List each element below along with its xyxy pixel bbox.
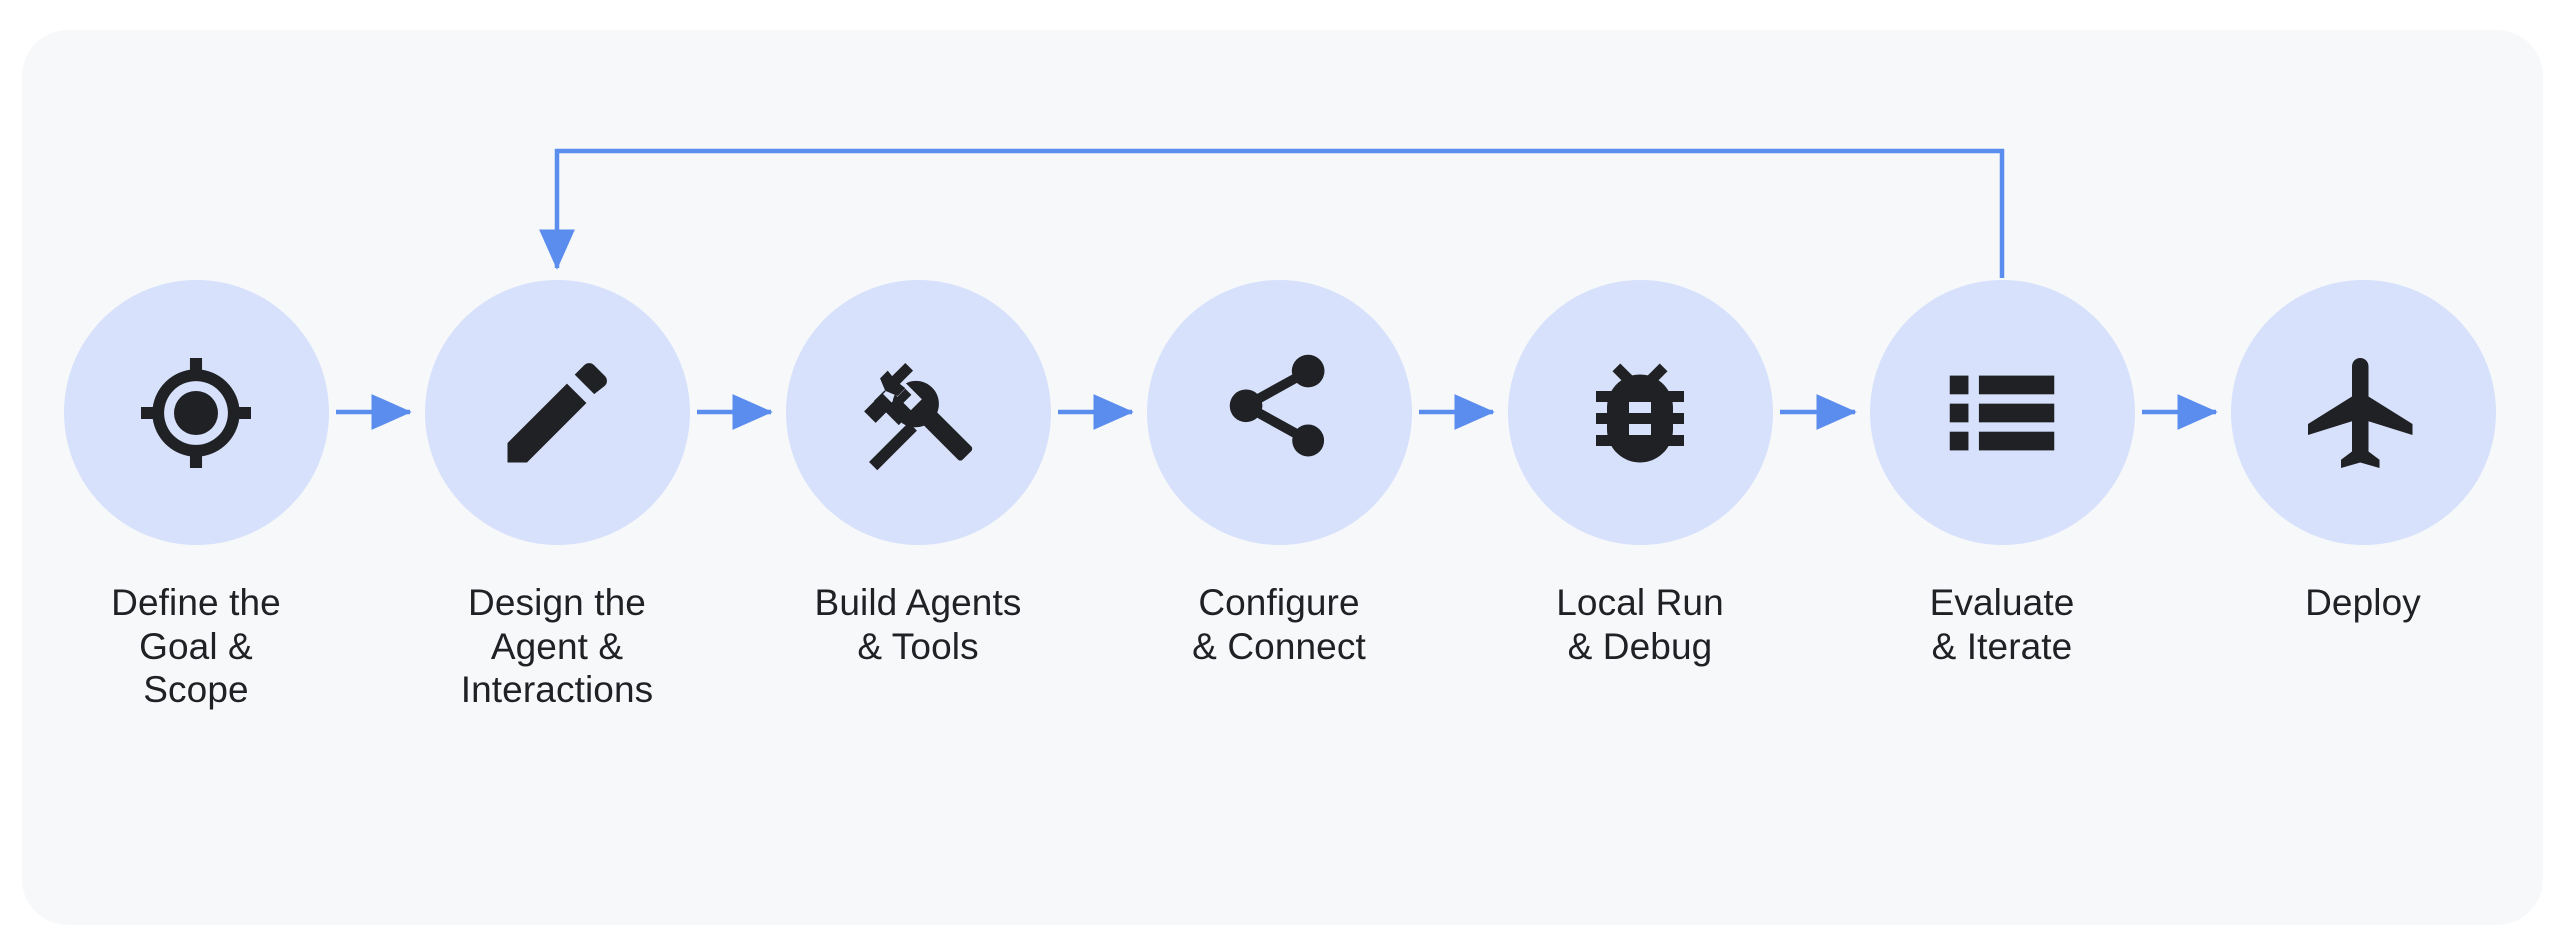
pencil-icon (507, 362, 607, 462)
target-icon (141, 357, 251, 468)
step-2-circle[interactable] (424, 280, 690, 545)
step-deploy[interactable]: Deploy (2198, 280, 2528, 625)
step-2-label: Design the Agent & Interactions (460, 582, 654, 711)
step-7-label: Deploy (2305, 582, 2421, 623)
step-local-run-debug[interactable]: Local Run & Debug (1475, 280, 1805, 668)
step-configure-connect[interactable]: Configure & Connect (1114, 280, 1444, 668)
hammer-wrench-icon (864, 362, 973, 470)
airplane-icon (2308, 357, 2413, 468)
step-evaluate-iterate[interactable]: Evaluate & Iterate (1837, 280, 2167, 668)
step-design-agent-interactions[interactable]: Design the Agent & Interactions (392, 280, 722, 712)
step-define-goal-scope[interactable]: Define the Goal & Scope (31, 280, 361, 712)
step-1-circle[interactable] (63, 280, 329, 545)
step-4-circle[interactable] (1146, 280, 1412, 545)
step-3-label: Build Agents & Tools (814, 582, 1022, 667)
step-5-label: Local Run & Debug (1556, 582, 1724, 667)
step-1-label: Define the Goal & Scope (111, 582, 281, 711)
share-nodes-icon (1229, 354, 1325, 456)
list-icon (1949, 375, 2055, 450)
step-5-circle[interactable] (1507, 280, 1773, 545)
step-3-circle[interactable] (785, 280, 1051, 545)
step-4-label: Configure & Connect (1192, 582, 1366, 667)
step-build-agents-tools[interactable]: Build Agents & Tools (753, 280, 1083, 668)
step-7-circle[interactable] (2230, 280, 2496, 545)
step-6-label: Evaluate & Iterate (1929, 582, 2075, 667)
step-6-circle[interactable] (1869, 280, 2135, 545)
bug-icon (1596, 363, 1684, 462)
